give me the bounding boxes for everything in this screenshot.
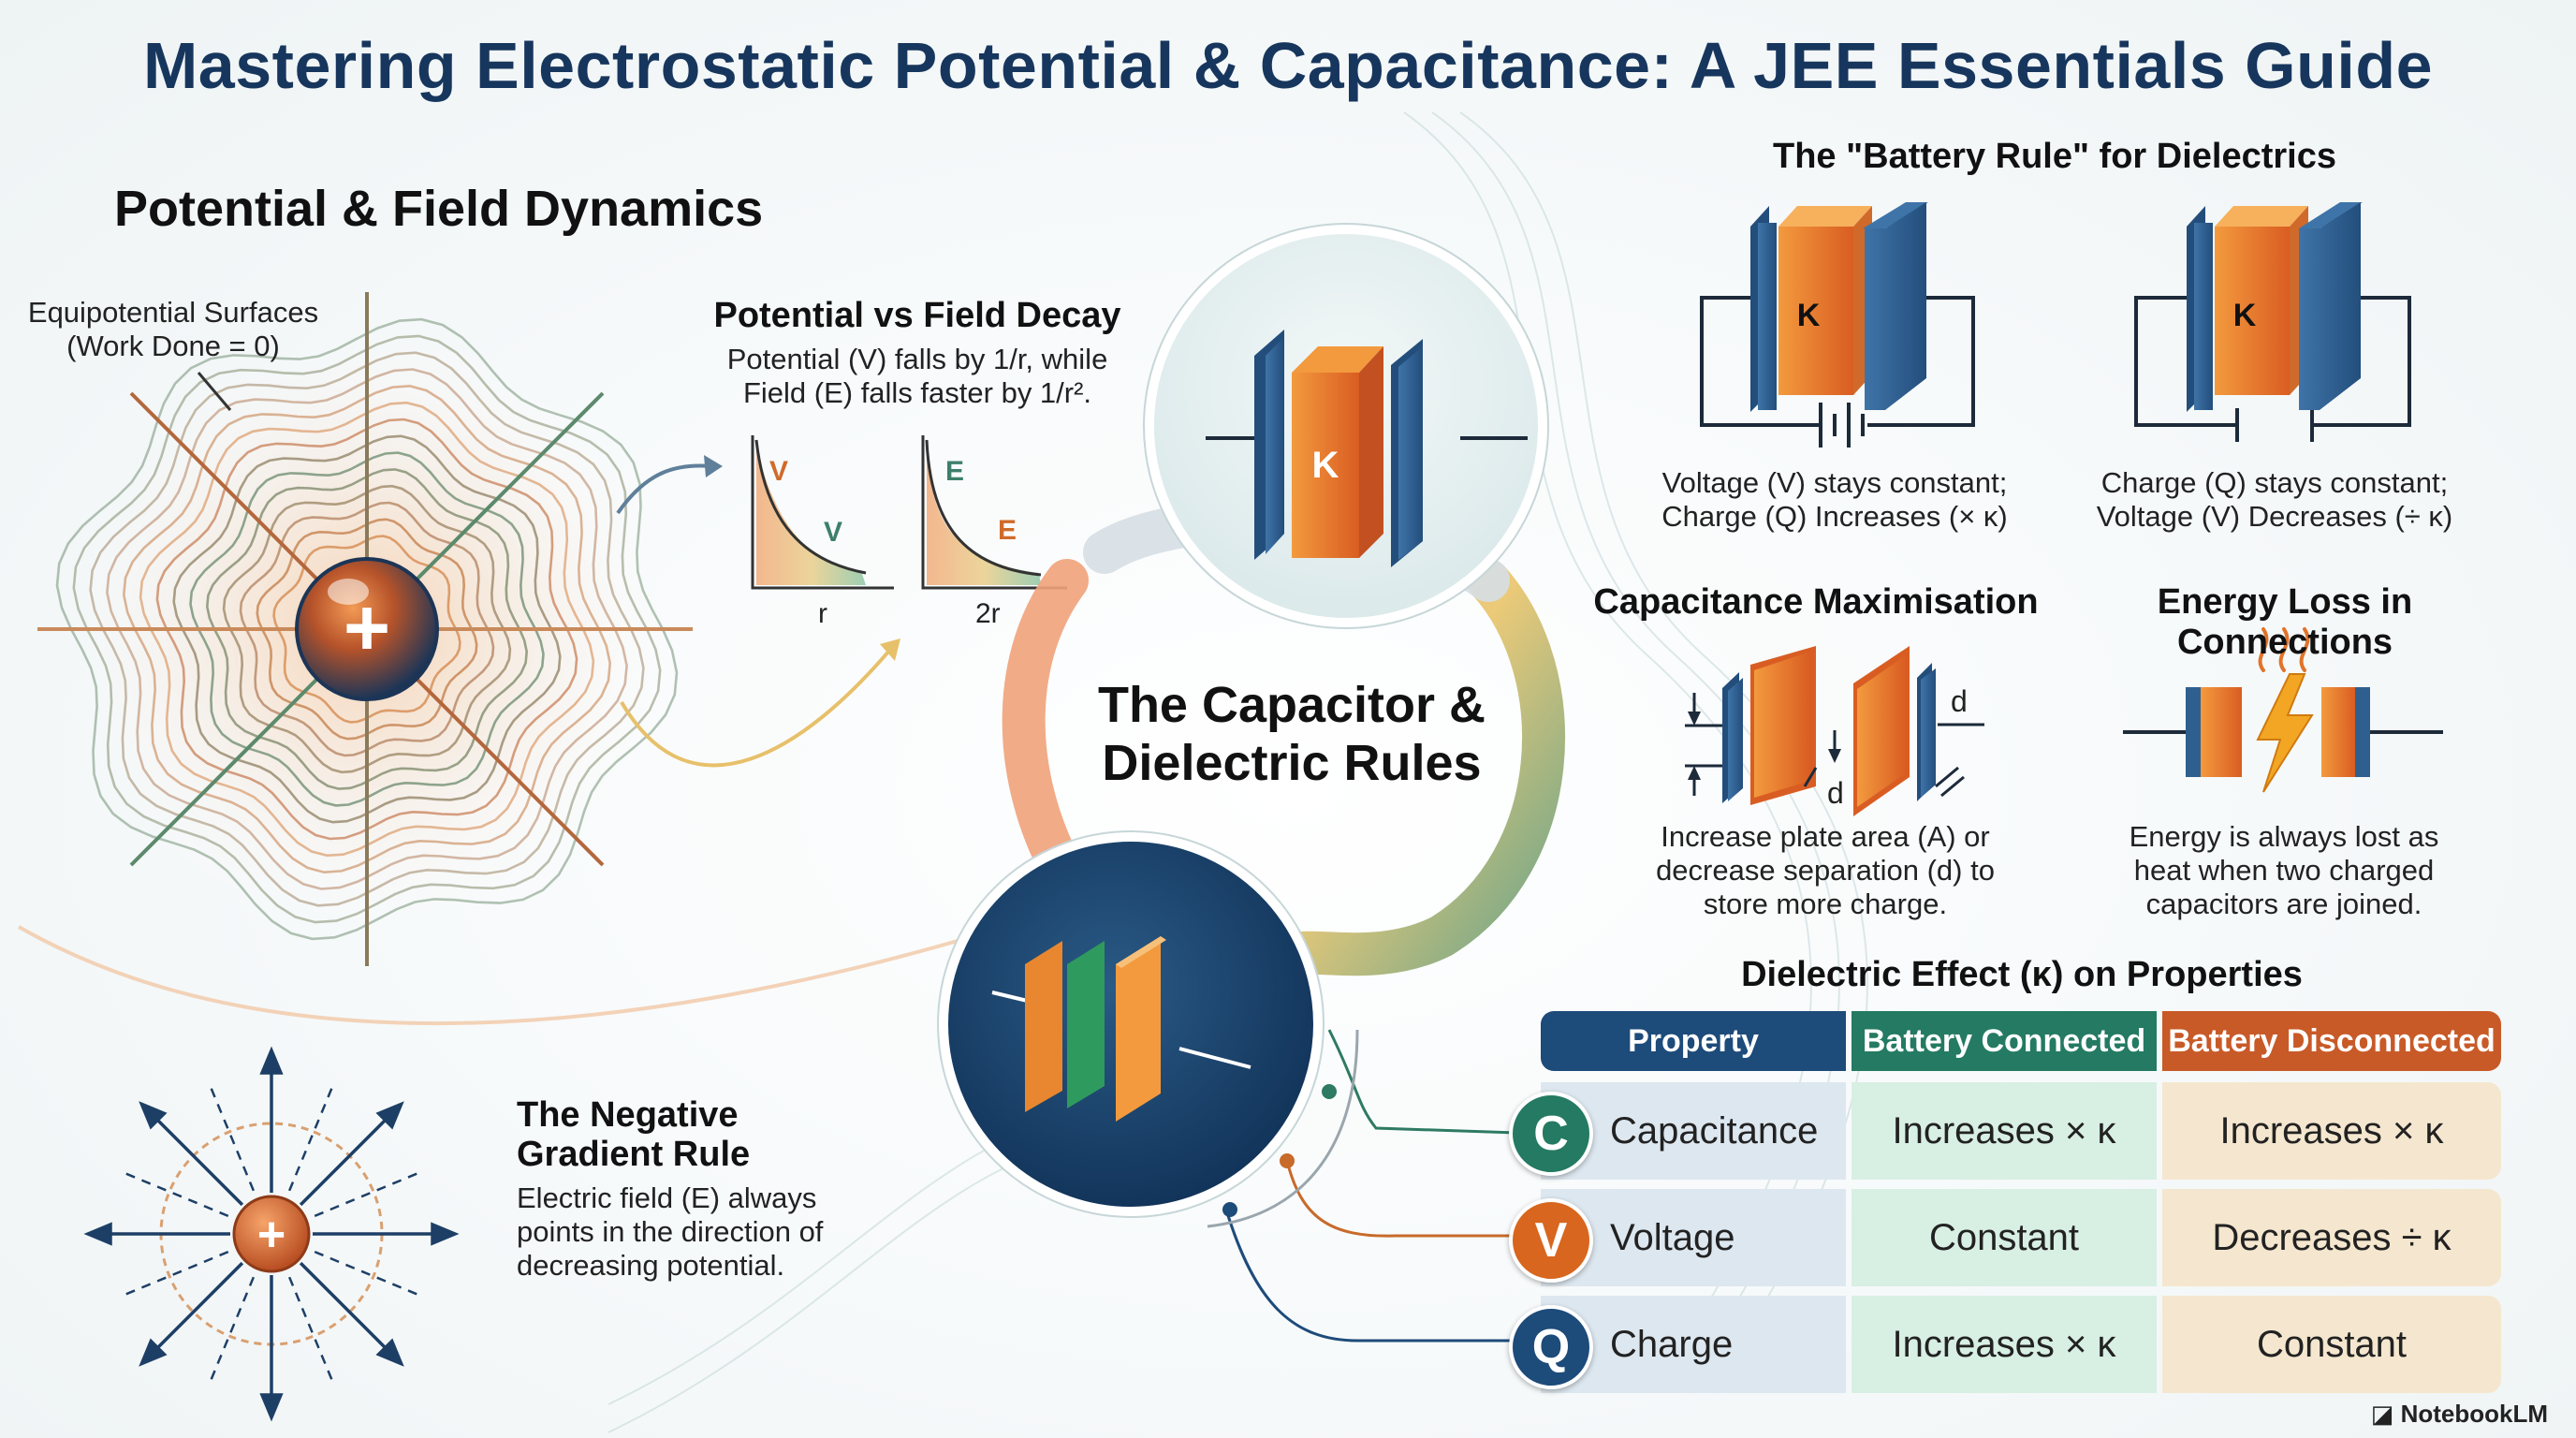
battery-connected-capacitor: K — [1750, 202, 1928, 412]
lightning-icon — [2256, 673, 2314, 793]
field-arrow — [152, 1261, 244, 1354]
table-header-battery-disconnected: Battery Disconnected — [2162, 1011, 2501, 1071]
hub-top-capacitor: K — [1206, 330, 1528, 567]
field-arrow — [299, 1114, 391, 1207]
svg-text:d: d — [1951, 684, 1968, 718]
gradient-rule-title: The Negative Gradient Rule — [517, 1095, 751, 1174]
svg-text:r: r — [818, 598, 827, 629]
svg-text:K: K — [2233, 298, 2257, 333]
svg-text:K: K — [1312, 445, 1339, 486]
dashed-field-line — [209, 1086, 256, 1192]
hub-bottom-capacitor — [991, 936, 1251, 1122]
battery-disconnected-capacitor: K — [2187, 202, 2363, 412]
svg-text:+: + — [257, 1208, 285, 1262]
table-row-capacitance: Capacitance Increases × κ Increases × κ … — [1509, 1082, 2501, 1180]
battery-connected-caption: Voltage (V) stays constant; Charge (Q) I… — [1661, 466, 2008, 533]
table-header-property: Property — [1541, 1011, 1846, 1071]
hub-title: The Capacitor & Dielectric Rules — [1097, 677, 1486, 791]
svg-text:E: E — [945, 456, 964, 487]
negative-gradient-diagram: + — [83, 1046, 460, 1422]
dashed-field-line — [314, 1250, 419, 1297]
capacitance-maximisation-diagram: d d — [1685, 646, 1984, 816]
arc-to-graphs-lower — [620, 649, 891, 768]
svg-text:2r: 2r — [975, 598, 1001, 629]
table-cell-disconnected: Constant — [2162, 1296, 2501, 1393]
gradient-rule-description: Electric field (E) always points in the … — [517, 1181, 824, 1282]
svg-text:E: E — [998, 515, 1017, 546]
arrowhead-icon — [139, 1101, 168, 1130]
central-hub: K — [937, 223, 1566, 1343]
heat-icon — [2258, 627, 2310, 672]
decay-title: Potential vs Field Decay — [713, 296, 1121, 335]
section-heading-potential: Potential & Field Dynamics — [114, 181, 764, 237]
svg-text:V: V — [824, 517, 842, 548]
table-connectors — [1207, 1029, 1517, 1343]
svg-text:d: d — [1827, 776, 1844, 810]
table-row-voltage: Voltage Constant Decreases ÷ κ V — [1509, 1189, 2501, 1286]
table-cell-disconnected: Increases × κ — [2162, 1082, 2501, 1180]
table-cell-connected: Increases × κ — [1852, 1296, 2157, 1393]
energy-loss-diagram — [2123, 627, 2443, 793]
long-arc — [18, 925, 974, 1026]
svg-text:K: K — [1797, 298, 1821, 333]
potential-decay-graph: V V r — [751, 435, 894, 629]
arrow-to-graphs — [616, 463, 712, 515]
field-decay-graph: E E 2r — [921, 435, 1067, 629]
equipotential-pointer — [197, 372, 232, 411]
arrowhead-icon — [375, 1101, 404, 1130]
dashed-field-line — [314, 1171, 419, 1218]
capacitance-badge-icon: C — [1509, 1092, 1593, 1176]
dashed-field-line — [209, 1276, 256, 1382]
table-row-charge: Charge Increases × κ Constant Q — [1509, 1296, 2501, 1393]
arrowhead-icon — [139, 1338, 168, 1367]
arrowhead-icon — [259, 1393, 284, 1422]
equipotential-label: Equipotential Surfaces (Work Done = 0) — [27, 296, 319, 362]
battery-disconnected-caption: Charge (Q) stays constant; Voltage (V) D… — [2096, 466, 2453, 533]
table-cell-connected: Increases × κ — [1852, 1082, 2157, 1180]
cap-max-title: Capacitance Maximisation — [1593, 582, 2039, 622]
small-positive-charge — [232, 1195, 311, 1273]
field-arrow — [299, 1261, 391, 1354]
energy-loss-caption: Energy is always lost as heat when two c… — [2129, 820, 2439, 920]
energy-loss-title: Energy Loss in Connections — [2157, 582, 2413, 662]
arrowhead-icon — [259, 1046, 284, 1075]
dashed-field-line — [287, 1086, 334, 1192]
page-title: Mastering Electrostatic Potential & Capa… — [142, 29, 2434, 102]
charge-plus-symbol: + — [344, 583, 390, 673]
equipotential-diagram: + — [18, 292, 974, 1026]
brand-logo: ◪ NotebookLM — [2370, 1400, 2548, 1428]
charge-badge-icon: Q — [1509, 1305, 1593, 1389]
battery-connected-circuit — [1700, 296, 1975, 448]
battery-disconnected-circuit — [2134, 296, 2411, 442]
cap-max-caption: Increase plate area (A) or decrease sepa… — [1656, 820, 1995, 920]
table-cell-connected: Constant — [1852, 1189, 2157, 1286]
arrowhead-icon — [375, 1338, 404, 1367]
dashed-field-line — [287, 1276, 334, 1382]
arrowhead-icon — [83, 1222, 112, 1246]
dashed-field-line — [124, 1250, 229, 1297]
decay-description: Potential (V) falls by 1/r, while Field … — [726, 343, 1108, 409]
battery-rule-title: The "Battery Rule" for Dielectrics — [1773, 137, 2336, 176]
dielectric-table-title: Dielectric Effect (κ) on Properties — [1741, 955, 2303, 994]
field-arrow — [152, 1114, 244, 1207]
table-cell-disconnected: Decreases ÷ κ — [2162, 1189, 2501, 1286]
dashed-field-line — [124, 1171, 229, 1218]
table-header-battery-connected: Battery Connected — [1852, 1011, 2157, 1071]
arrowhead-icon — [431, 1222, 460, 1246]
voltage-badge-icon: V — [1509, 1198, 1593, 1283]
svg-text:V: V — [769, 456, 788, 487]
